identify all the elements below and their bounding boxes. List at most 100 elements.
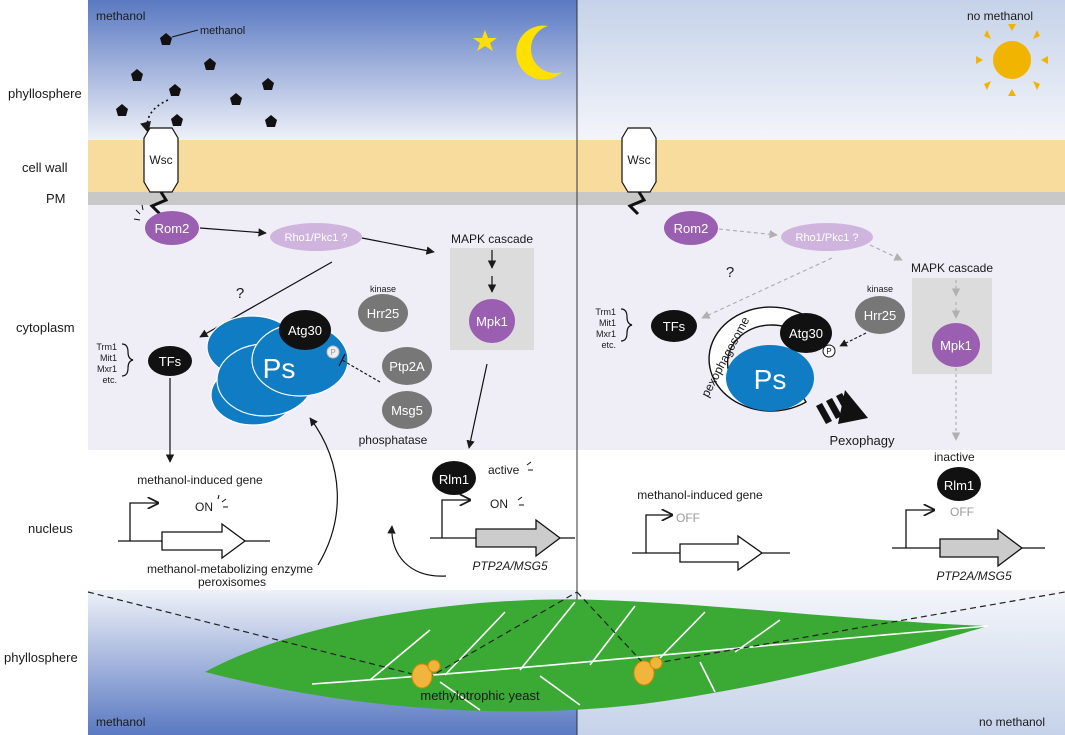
left-kinase-label: kinase <box>370 284 396 294</box>
left-rlm1-gene-state: ON <box>490 497 508 511</box>
methanol-molecule-icon <box>116 33 277 127</box>
day-sky-region <box>577 0 1065 140</box>
right-phospho-circle <box>822 344 836 358</box>
right-wsc-label: Wsc <box>627 153 650 167</box>
left-ptp2a-label: Ptp2A <box>389 359 425 374</box>
right-atg30-node <box>780 313 832 353</box>
left-gene-arrow <box>161 522 247 560</box>
right-mapk-label: MAPK cascade <box>911 261 993 275</box>
leaf-label: methylotrophic yeast <box>420 688 540 703</box>
left-wsc-sensor: Wsc <box>143 127 179 216</box>
right-top-condition: no methanol <box>967 9 1033 23</box>
label-pm: PM <box>46 191 66 206</box>
left-gene-label: methanol-induced gene <box>137 473 263 487</box>
left-tf-4: etc. <box>102 375 117 385</box>
right-rho-pkc-node <box>781 223 873 251</box>
left-enzyme-line1: methanol-metabolizing enzyme <box>147 562 313 576</box>
left-phosphatase-label: phosphatase <box>359 433 428 447</box>
right-tf-2: Mit1 <box>599 318 616 328</box>
left-rlm1-node <box>432 461 476 495</box>
right-tf-3: Mxr1 <box>596 329 616 339</box>
right-gene-arrow <box>679 534 764 572</box>
right-ps-label: Ps <box>754 364 787 395</box>
left-tf-1: Trm1 <box>96 342 117 352</box>
label-nucleus: nucleus <box>28 521 73 536</box>
left-atg30-node <box>279 310 331 350</box>
left-rom2-label: Rom2 <box>155 221 190 236</box>
left-tfs-label: TFs <box>159 354 182 369</box>
right-phospho-label: P <box>826 347 831 356</box>
right-rlm1-label: Rlm1 <box>944 478 974 493</box>
label-phyllosphere-top: phyllosphere <box>8 86 82 101</box>
left-rlm1-label: Rlm1 <box>439 472 469 487</box>
night-sky-region <box>88 0 577 140</box>
left-phospho-label: P <box>330 348 335 357</box>
right-tf-4: etc. <box>601 340 616 350</box>
left-tf-2: Mit1 <box>100 353 117 363</box>
left-ptp2a-node <box>382 347 432 385</box>
left-top-condition: methanol <box>96 9 145 23</box>
left-rom2-node <box>145 211 199 245</box>
left-ps-label: Ps <box>263 353 296 384</box>
left-rho-pkc-node <box>270 223 362 251</box>
left-msg5-label: Msg5 <box>391 403 423 418</box>
pexophagy-degradation-icon <box>816 390 868 424</box>
left-mapk-label: MAPK cascade <box>451 232 533 246</box>
star-icon <box>473 30 497 51</box>
left-tf-3: Mxr1 <box>97 364 117 374</box>
right-wsc-sensor: Wsc <box>621 127 657 216</box>
right-pexophagy-label: Pexophagy <box>829 433 895 448</box>
right-tf-1: Trm1 <box>595 307 616 317</box>
right-bottom-condition: no methanol <box>979 715 1045 729</box>
left-atg30-label: Atg30 <box>288 323 322 338</box>
left-mpk1-label: Mpk1 <box>476 314 508 329</box>
right-rlm1-state: inactive <box>934 450 975 464</box>
sun-icon <box>976 24 1048 96</box>
left-rho-pkc-label: Rho1/Pkc1 ? <box>285 232 348 244</box>
methanol-label: methanol <box>200 25 245 37</box>
left-rlm1-state: active <box>488 463 520 477</box>
right-tfs-label: TFs <box>663 319 686 334</box>
yeast-cell-left <box>411 659 441 689</box>
left-tfs-node <box>148 346 192 376</box>
left-bottom-condition: methanol <box>96 715 145 729</box>
left-enzyme-line2: peroxisomes <box>198 575 266 589</box>
right-gene-label: methanol-induced gene <box>637 488 763 502</box>
right-tf-list: Trm1 Mit1 Mxr1 etc. <box>595 307 616 350</box>
left-phospho-circle <box>326 345 340 359</box>
right-kinase-label: kinase <box>867 284 893 294</box>
right-rho-pkc-label: Rho1/Pkc1 ? <box>796 232 859 244</box>
label-phyllosphere-bottom: phyllosphere <box>4 650 78 665</box>
left-target-gene-arrow <box>475 518 562 558</box>
right-peroxisome <box>726 345 814 411</box>
left-wsc-label: Wsc <box>149 153 172 167</box>
moon-icon <box>516 25 562 80</box>
left-question-mark: ? <box>236 285 244 302</box>
left-target-gene-label: PTP2A/MSG5 <box>472 559 548 573</box>
right-hrr25-node <box>855 296 905 334</box>
right-target-gene-arrow <box>939 528 1024 568</box>
right-rlm1-gene-state: OFF <box>950 505 974 519</box>
right-rlm1-node <box>937 467 981 501</box>
right-mpk1-label: Mpk1 <box>940 338 972 353</box>
right-gene-state: OFF <box>676 511 700 525</box>
right-rom2-label: Rom2 <box>674 221 709 236</box>
right-question-mark: ? <box>726 264 734 281</box>
right-atg30-label: Atg30 <box>789 326 823 341</box>
left-mpk1-node <box>469 299 515 343</box>
left-hrr25-node <box>358 294 408 332</box>
left-gene-state: ON <box>195 500 213 514</box>
right-tfs-node <box>651 310 697 342</box>
leaf <box>205 599 989 712</box>
label-cell-wall: cell wall <box>22 160 68 175</box>
left-tf-list: Trm1 Mit1 Mxr1 etc. <box>96 342 117 385</box>
right-hrr25-label: Hrr25 <box>864 308 897 323</box>
right-mpk1-node <box>932 323 980 367</box>
label-cytoplasm: cytoplasm <box>16 320 75 335</box>
left-msg5-node <box>382 391 432 429</box>
yeast-cell-right <box>633 656 663 686</box>
left-hrr25-label: Hrr25 <box>367 306 400 321</box>
right-target-gene-label: PTP2A/MSG5 <box>936 569 1012 583</box>
